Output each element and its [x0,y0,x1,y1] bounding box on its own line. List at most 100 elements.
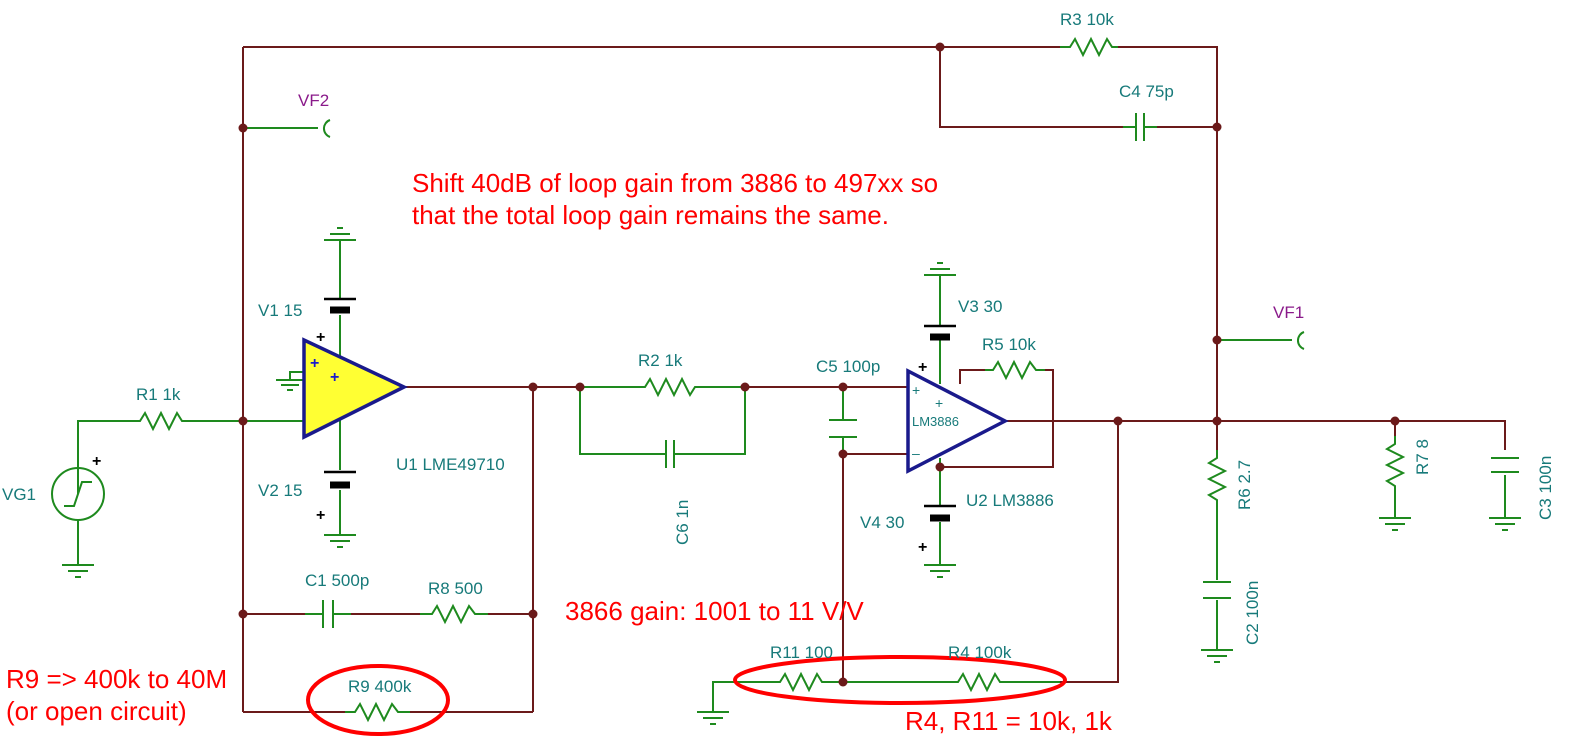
node [1212,335,1222,345]
ground-symbol [324,227,356,241]
label-c3: C3 100n [1536,456,1555,520]
capacitor-c3[interactable] [1491,457,1519,473]
node [238,609,248,619]
note-3866-gain: 3866 gain: 1001 to 11 V/V [565,596,864,626]
label-r1: R1 1k [136,385,181,404]
label-r8: R8 500 [428,579,483,598]
label-c2: C2 100n [1243,581,1262,645]
probe-vf1-icon[interactable] [1297,331,1305,350]
battery-v4[interactable] [924,504,956,522]
resistor-r8[interactable] [420,603,488,625]
node [838,382,848,392]
label-r3: R3 10k [1060,10,1114,29]
highlight-ellipse-r4-r11 [733,655,1067,705]
capacitor-c1[interactable] [305,600,351,628]
ground-symbol [62,564,94,578]
junction-nodes [238,42,1400,687]
battery-v3-plus: + [918,359,927,376]
u2-plus-supply: + [935,395,943,411]
wires [77,46,1506,713]
label-c4: C4 75p [1119,82,1174,101]
wire-c6-left [579,387,653,455]
resistor-r6[interactable] [1206,450,1228,505]
u2-plus-in: + [912,382,920,398]
node [238,416,248,426]
ground-symbol [1201,649,1233,663]
label-c6: C6 1n [673,500,692,545]
wire-vg1-r1 [77,420,130,494]
probe-vf2-icon[interactable] [323,119,331,138]
label-r4: R4 100k [948,643,1012,662]
label-vg1: VG1 [2,485,36,504]
node [1212,122,1222,132]
label-v1: V1 15 [258,301,302,320]
wire-u2-bottom-loop [940,421,1054,468]
node [838,449,848,459]
capacitor-c5[interactable] [829,419,857,438]
ground-symbol [924,262,956,276]
note-r9-line1: R9 => 400k to 40M [6,664,227,694]
grounds [62,227,1521,725]
node [528,609,538,619]
polarity-marks: + + + + + + + + + – [92,329,943,556]
note-r4-r11: R4, R11 = 10k, 1k [905,706,1113,736]
battery-v2-plus: + [316,507,325,524]
annotations: Shift 40dB of loop gain from 3886 to 497… [6,168,1113,736]
battery-v4-plus: + [918,539,927,556]
node [1390,416,1400,426]
node [1212,416,1222,426]
label-r7: R7 8 [1413,439,1432,475]
wire-r4-right [1060,421,1119,683]
resistor-r7[interactable] [1384,436,1406,490]
ground-symbol [1489,517,1521,531]
resistor-r2[interactable] [635,376,700,398]
resistor-r1[interactable] [130,410,190,432]
wire-r5-right [1045,369,1054,421]
wire-r11-left [712,681,770,712]
ground-symbol [697,711,729,725]
signal-generator-vg1[interactable] [51,467,105,521]
label-u2-body: LM3886 [912,414,959,429]
note-shift-line1: Shift 40dB of loop gain from 3886 to 497… [412,168,938,198]
ground-symbol [324,534,356,548]
wire-top-right [1118,46,1218,127]
capacitor-c6[interactable] [653,440,687,468]
label-r6: R6 2.7 [1235,460,1254,510]
label-v3: V3 30 [958,297,1002,316]
battery-v1[interactable] [324,297,356,314]
label-c5: C5 100p [816,357,880,376]
node [935,462,945,472]
vg1-plus: + [92,453,101,470]
wire-u1-ref [289,371,304,380]
resistor-r5[interactable] [985,359,1045,381]
label-r11: R11 100 [770,643,833,662]
note-r9-line2: (or open circuit) [6,696,187,726]
resistor-r9[interactable] [345,701,410,723]
capacitor-c4[interactable] [1123,113,1157,141]
battery-v3[interactable] [924,324,956,341]
label-r9: R9 400k [348,677,412,696]
component-labels: R3 10k C4 75p VF2 VF1 V1 15 V2 15 V3 30 … [2,10,1555,696]
wire-c6-right [687,387,746,455]
label-r5: R5 10k [982,335,1036,354]
opamp-u2[interactable] [906,368,1009,474]
u1-plus-2: + [330,369,339,386]
label-v2: V2 15 [258,481,302,500]
capacitor-c2[interactable] [1203,581,1231,599]
wire-to-c3 [1395,420,1506,450]
note-shift-line2: that the total loop gain remains the sam… [412,200,889,230]
node [935,42,945,52]
resistor-r3[interactable] [1060,36,1118,58]
node [1113,416,1123,426]
resistor-r11[interactable] [770,671,830,693]
node [528,382,538,392]
node [740,382,750,392]
resistor-r4[interactable] [948,671,1010,693]
ground-symbol [1379,517,1411,531]
node [238,123,248,133]
ground-symbol [924,564,956,578]
opamp-u1[interactable] [302,337,409,440]
label-vf2: VF2 [298,91,329,110]
label-c1: C1 500p [305,571,369,590]
battery-v2[interactable] [324,470,356,489]
